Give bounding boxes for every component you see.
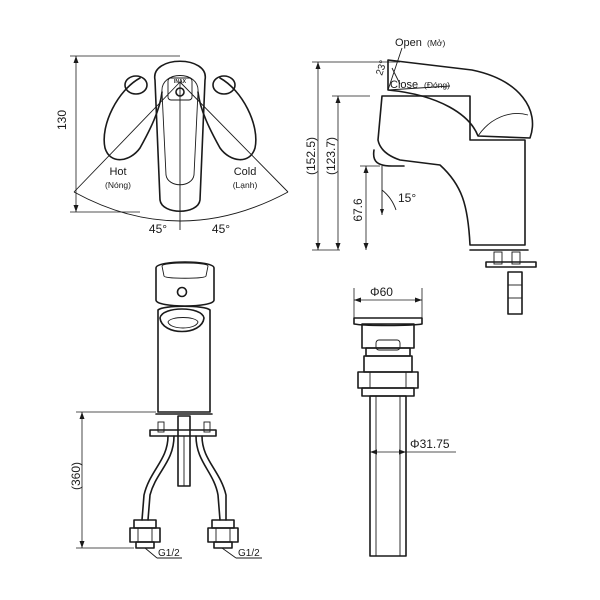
hot-label: Hot bbox=[109, 166, 126, 178]
dimension-130 bbox=[70, 55, 180, 213]
dimension-360 bbox=[76, 411, 156, 549]
open-label-vn: (Mở) bbox=[427, 38, 445, 48]
drain-pipe bbox=[369, 395, 407, 557]
hose-left bbox=[141, 435, 169, 521]
dim-152-5-label: (152.5) bbox=[304, 137, 318, 175]
dim-130-label: 130 bbox=[55, 110, 69, 130]
mount-plate bbox=[485, 261, 537, 268]
lever-angle-label: 23° bbox=[374, 59, 389, 77]
close-label-vn: (Đóng) bbox=[424, 80, 450, 90]
thread-left-label: G1/2 bbox=[158, 548, 180, 559]
close-label: Close bbox=[390, 79, 418, 91]
hot-lever bbox=[103, 77, 163, 161]
dimension-phi-60 bbox=[353, 288, 423, 318]
drain-view: Φ60 Φ31.75 bbox=[353, 285, 456, 557]
brand-logo: INAX bbox=[174, 79, 187, 85]
side-view: (152.5) (123.7) 67.6 15° 23° Open bbox=[304, 37, 537, 315]
sweep-arc bbox=[73, 191, 289, 222]
thread-right-label: G1/2 bbox=[238, 548, 260, 559]
open-label: Open bbox=[395, 37, 422, 49]
drain-nut bbox=[357, 371, 419, 389]
front-view: G1/2 G1/2 (360) bbox=[69, 261, 262, 559]
front-spout-outlet bbox=[159, 308, 205, 333]
lever-close-line bbox=[387, 85, 451, 91]
body-top-outline bbox=[154, 60, 206, 212]
lever-open-line bbox=[387, 47, 403, 91]
dim-360-label: (360) bbox=[69, 462, 83, 490]
cold-label: Cold bbox=[234, 166, 257, 178]
front-handle-button bbox=[176, 286, 188, 298]
cold-label-vn: (Lạnh) bbox=[233, 180, 258, 190]
cold-lever bbox=[197, 77, 257, 161]
body-side-outline bbox=[377, 95, 526, 246]
dimension-152-5 bbox=[312, 61, 400, 251]
dimension-123-7 bbox=[332, 95, 370, 250]
dimension-phi-31-75 bbox=[370, 449, 456, 455]
front-mount-plate bbox=[149, 429, 217, 437]
angle-right-label: 45° bbox=[212, 222, 230, 236]
dim-123-7-label: (123.7) bbox=[324, 137, 338, 175]
hose-right bbox=[195, 435, 221, 521]
top-view: 130 INAX Hot (Nóng) Cold (Lạnh) 45° 45° bbox=[55, 55, 289, 236]
mount-stud bbox=[507, 271, 523, 315]
lever-side bbox=[387, 59, 534, 139]
front-body bbox=[157, 305, 211, 413]
fitting-left bbox=[129, 519, 161, 549]
drain-cap bbox=[353, 317, 423, 327]
spout-outlet bbox=[372, 149, 405, 167]
front-handle bbox=[155, 261, 215, 307]
dim-67-6-label: 67.6 bbox=[351, 198, 365, 222]
angle-left-label: 45° bbox=[149, 222, 167, 236]
dimension-67-6 bbox=[360, 165, 380, 250]
spout-angle-label: 15° bbox=[398, 191, 416, 205]
dim-phi-31-75-label: Φ31.75 bbox=[410, 437, 450, 451]
hot-label-vn: (Nóng) bbox=[105, 180, 131, 190]
handle-pivot bbox=[175, 87, 185, 97]
dim-phi-60-label: Φ60 bbox=[370, 285, 393, 299]
fitting-right bbox=[207, 519, 239, 549]
